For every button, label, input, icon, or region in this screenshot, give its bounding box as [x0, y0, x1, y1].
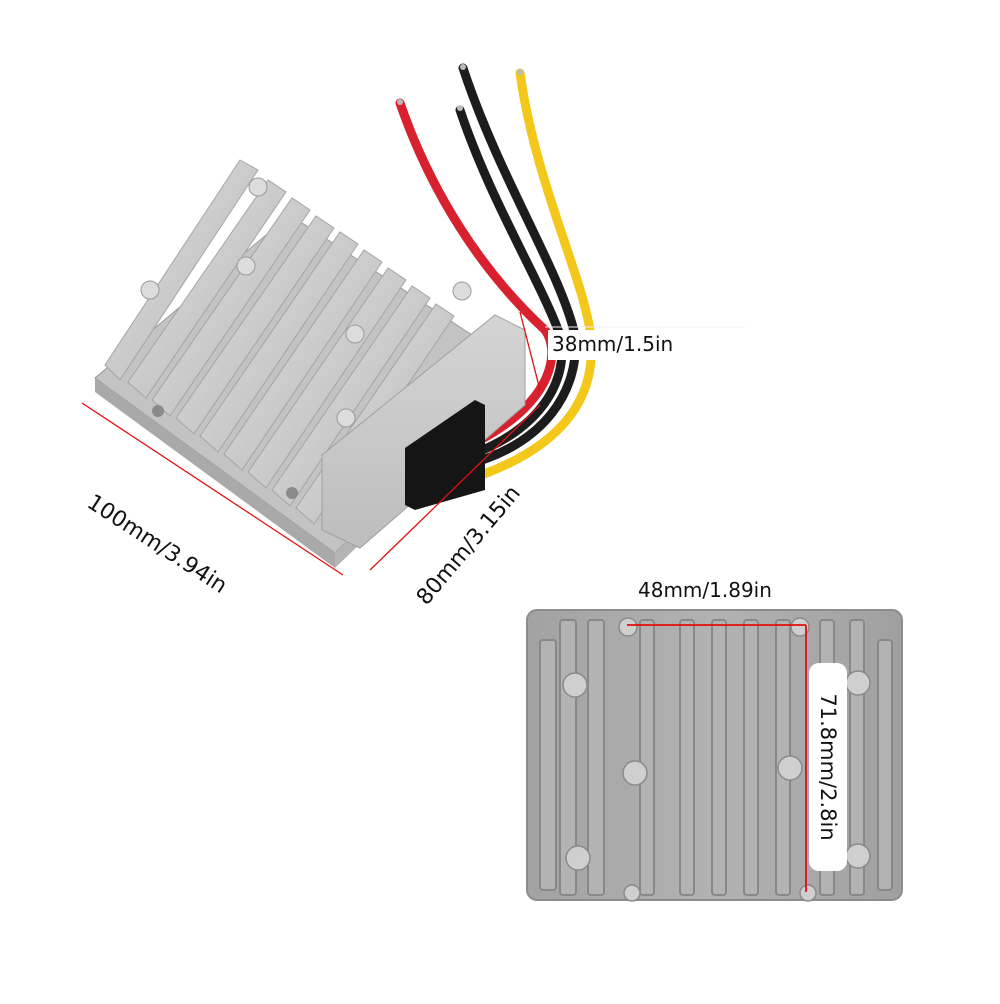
- hole-spacing-vertical-label: 71.8mm/2.8in: [816, 693, 840, 841]
- hole-spacing-horizontal-label: 48mm/1.89in: [638, 578, 772, 602]
- heatsink-fins: [104, 159, 455, 525]
- height-dimension-label: 38mm/1.5in: [548, 330, 680, 360]
- hole-spacing-vertical-label-box: 71.8mm/2.8in: [809, 663, 847, 871]
- module-top-view: [526, 609, 903, 902]
- top-view-screw-heads: [562, 617, 871, 902]
- screw-heads: [140, 177, 472, 428]
- dimension-lines-isometric: [81, 311, 745, 576]
- height-dimension-line: [519, 311, 541, 391]
- cable-grommet: [405, 400, 485, 510]
- length-dimension-line: [81, 402, 344, 576]
- width-dimension-line: [369, 404, 541, 571]
- module-isometric-view: [94, 159, 526, 568]
